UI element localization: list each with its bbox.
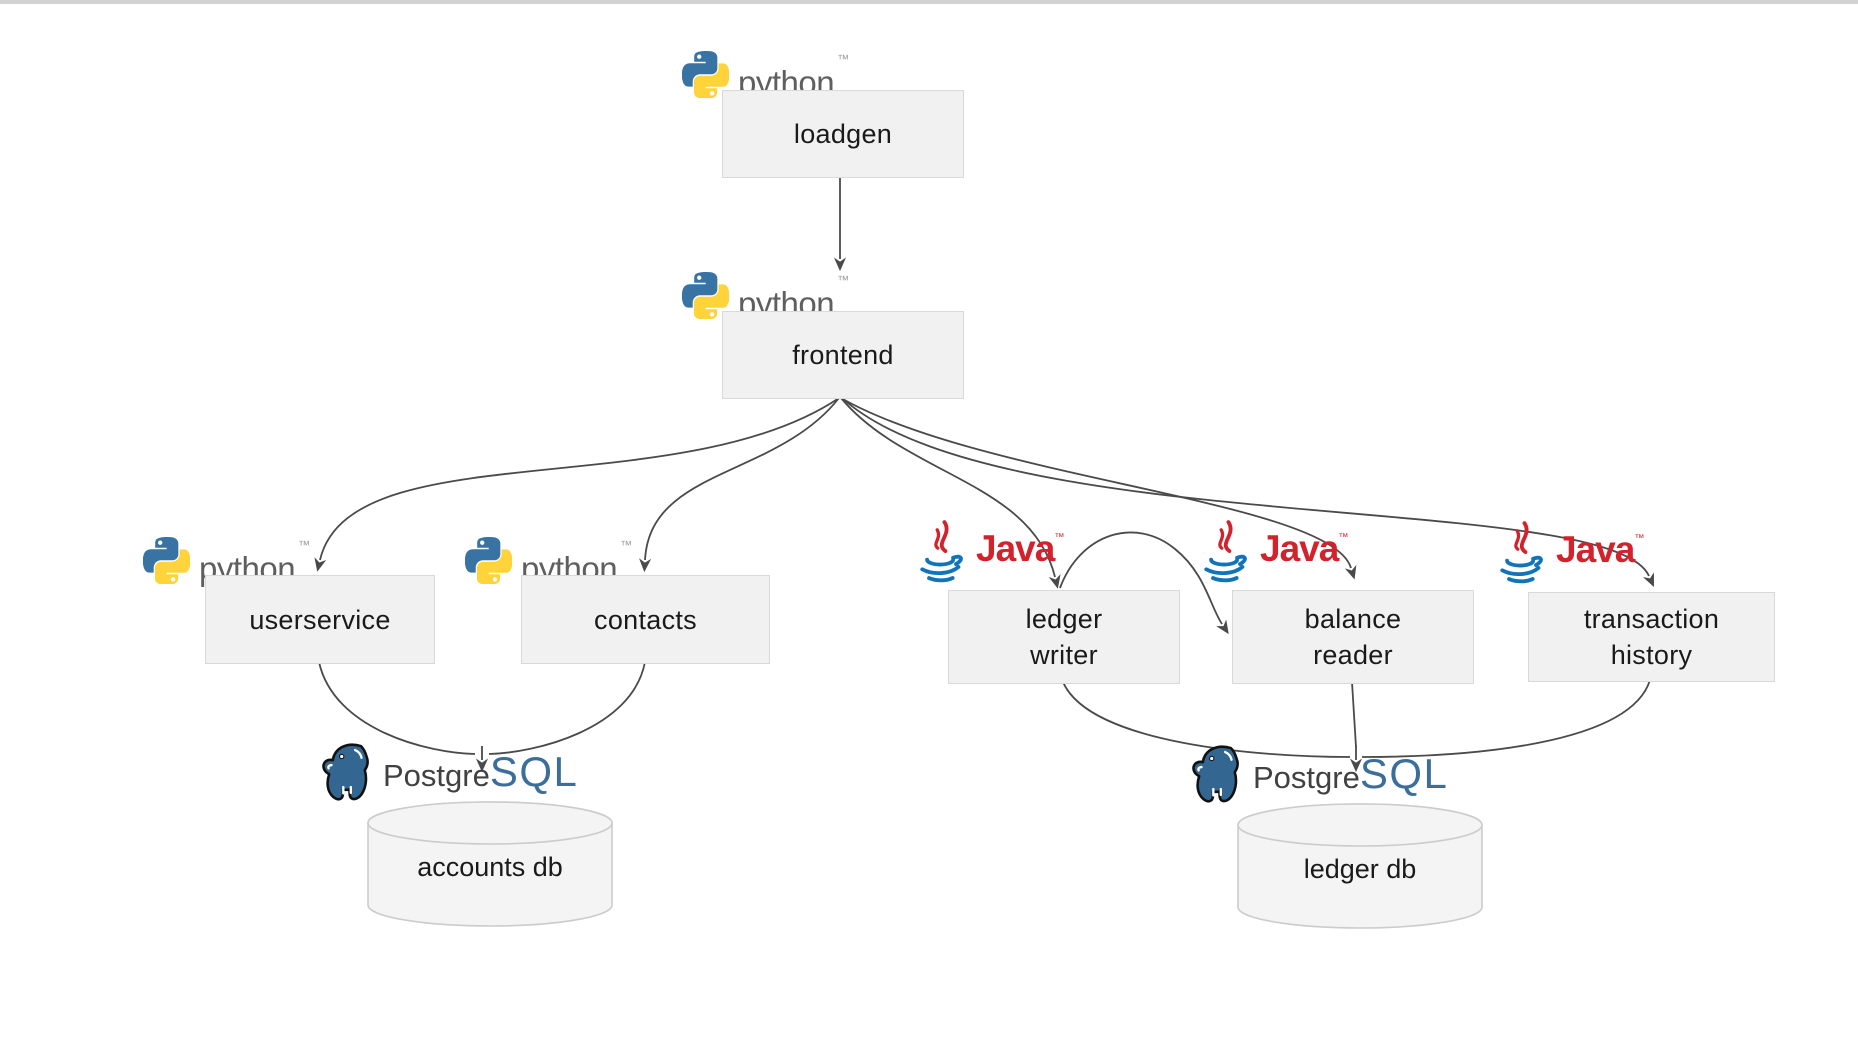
trademark-symbol: ™ (1634, 533, 1645, 544)
node-label-line1: balance (1304, 604, 1402, 634)
node-loadgen: loadgen (722, 90, 964, 178)
postgresql-wordmark: PostgreSQL (1253, 750, 1448, 798)
database-cylinder-icon (1237, 803, 1483, 929)
node-ledger-writer: ledger writer (948, 590, 1180, 684)
node-ledger-db: ledger db (1236, 802, 1484, 930)
postgresql-logo: PostgreSQL (318, 742, 578, 802)
node-label: contacts (594, 604, 697, 635)
node-accounts-db: accounts db (366, 800, 614, 928)
node-label: loadgen (793, 119, 893, 149)
node-frontend: frontend (722, 311, 964, 399)
postgresql-wordmark-sql: SQL (1359, 750, 1449, 797)
node-label-line2: writer (1030, 640, 1098, 670)
trademark-symbol: ™ (1054, 532, 1065, 543)
edge-frontend-to-balance-reader (840, 397, 1357, 580)
node-label-line1: transaction (1583, 604, 1720, 634)
trademark-symbol: ™ (298, 538, 311, 552)
edge-frontend-to-userservice (314, 397, 840, 572)
java-icon (1200, 516, 1254, 588)
java-wordmark: Java (976, 528, 1055, 569)
node-contacts: contacts (521, 575, 770, 664)
edge-balance-reader-to-ledger-db (1351, 681, 1357, 748)
java-wordmark: Java (1556, 529, 1635, 570)
edge-frontend-to-transaction-history (841, 397, 1655, 587)
node-label: userservice (249, 604, 391, 635)
postgresql-logo: PostgreSQL (1188, 744, 1448, 804)
edge-userservice-to-accounts-db (318, 661, 476, 755)
trademark-symbol: ™ (837, 52, 850, 66)
trademark-symbol: ™ (837, 273, 850, 287)
trademark-symbol: ™ (620, 538, 633, 552)
node-label-line1: ledger (1025, 604, 1103, 634)
node-label-line2: history (1610, 640, 1693, 670)
edge-ledger-writer-to-balance-reader (1059, 531, 1229, 635)
node-label: ledger db (1303, 854, 1417, 884)
node-label-line2: reader (1313, 640, 1393, 670)
database-cylinder-icon (367, 801, 613, 927)
postgresql-wordmark-sql: SQL (489, 748, 579, 795)
java-wordmark: Java (1260, 528, 1339, 569)
node-label: frontend (792, 340, 894, 370)
edge-contacts-to-accounts-db (488, 661, 646, 755)
edge-frontend-to-contacts (639, 397, 840, 573)
edge-ledger-writer-to-ledger-db (1062, 681, 1351, 758)
node-userservice: userservice (205, 575, 435, 664)
edge-transaction-history-to-ledger-db (1361, 679, 1651, 758)
edge-frontend-to-ledger-writer (840, 397, 1061, 589)
postgresql-wordmark-postgre: Postgre (1253, 760, 1360, 795)
python-icon (143, 537, 190, 584)
python-icon (465, 537, 512, 584)
java-icon (916, 516, 970, 588)
postgresql-elephant-icon (1188, 744, 1244, 804)
postgresql-wordmark: PostgreSQL (383, 748, 578, 796)
java-icon (1496, 517, 1550, 589)
java-logo: Java ™ (1496, 517, 1644, 589)
trademark-symbol: ™ (1338, 532, 1349, 543)
node-transaction-history: transaction history (1528, 592, 1775, 682)
node-label: accounts db (417, 852, 563, 882)
postgresql-wordmark-postgre: Postgre (383, 758, 490, 793)
window-top-edge (0, 0, 1858, 4)
java-logo: Java ™ (916, 516, 1064, 588)
java-logo: Java ™ (1200, 516, 1348, 588)
node-balance-reader: balance reader (1232, 590, 1474, 684)
postgresql-elephant-icon (318, 742, 374, 802)
